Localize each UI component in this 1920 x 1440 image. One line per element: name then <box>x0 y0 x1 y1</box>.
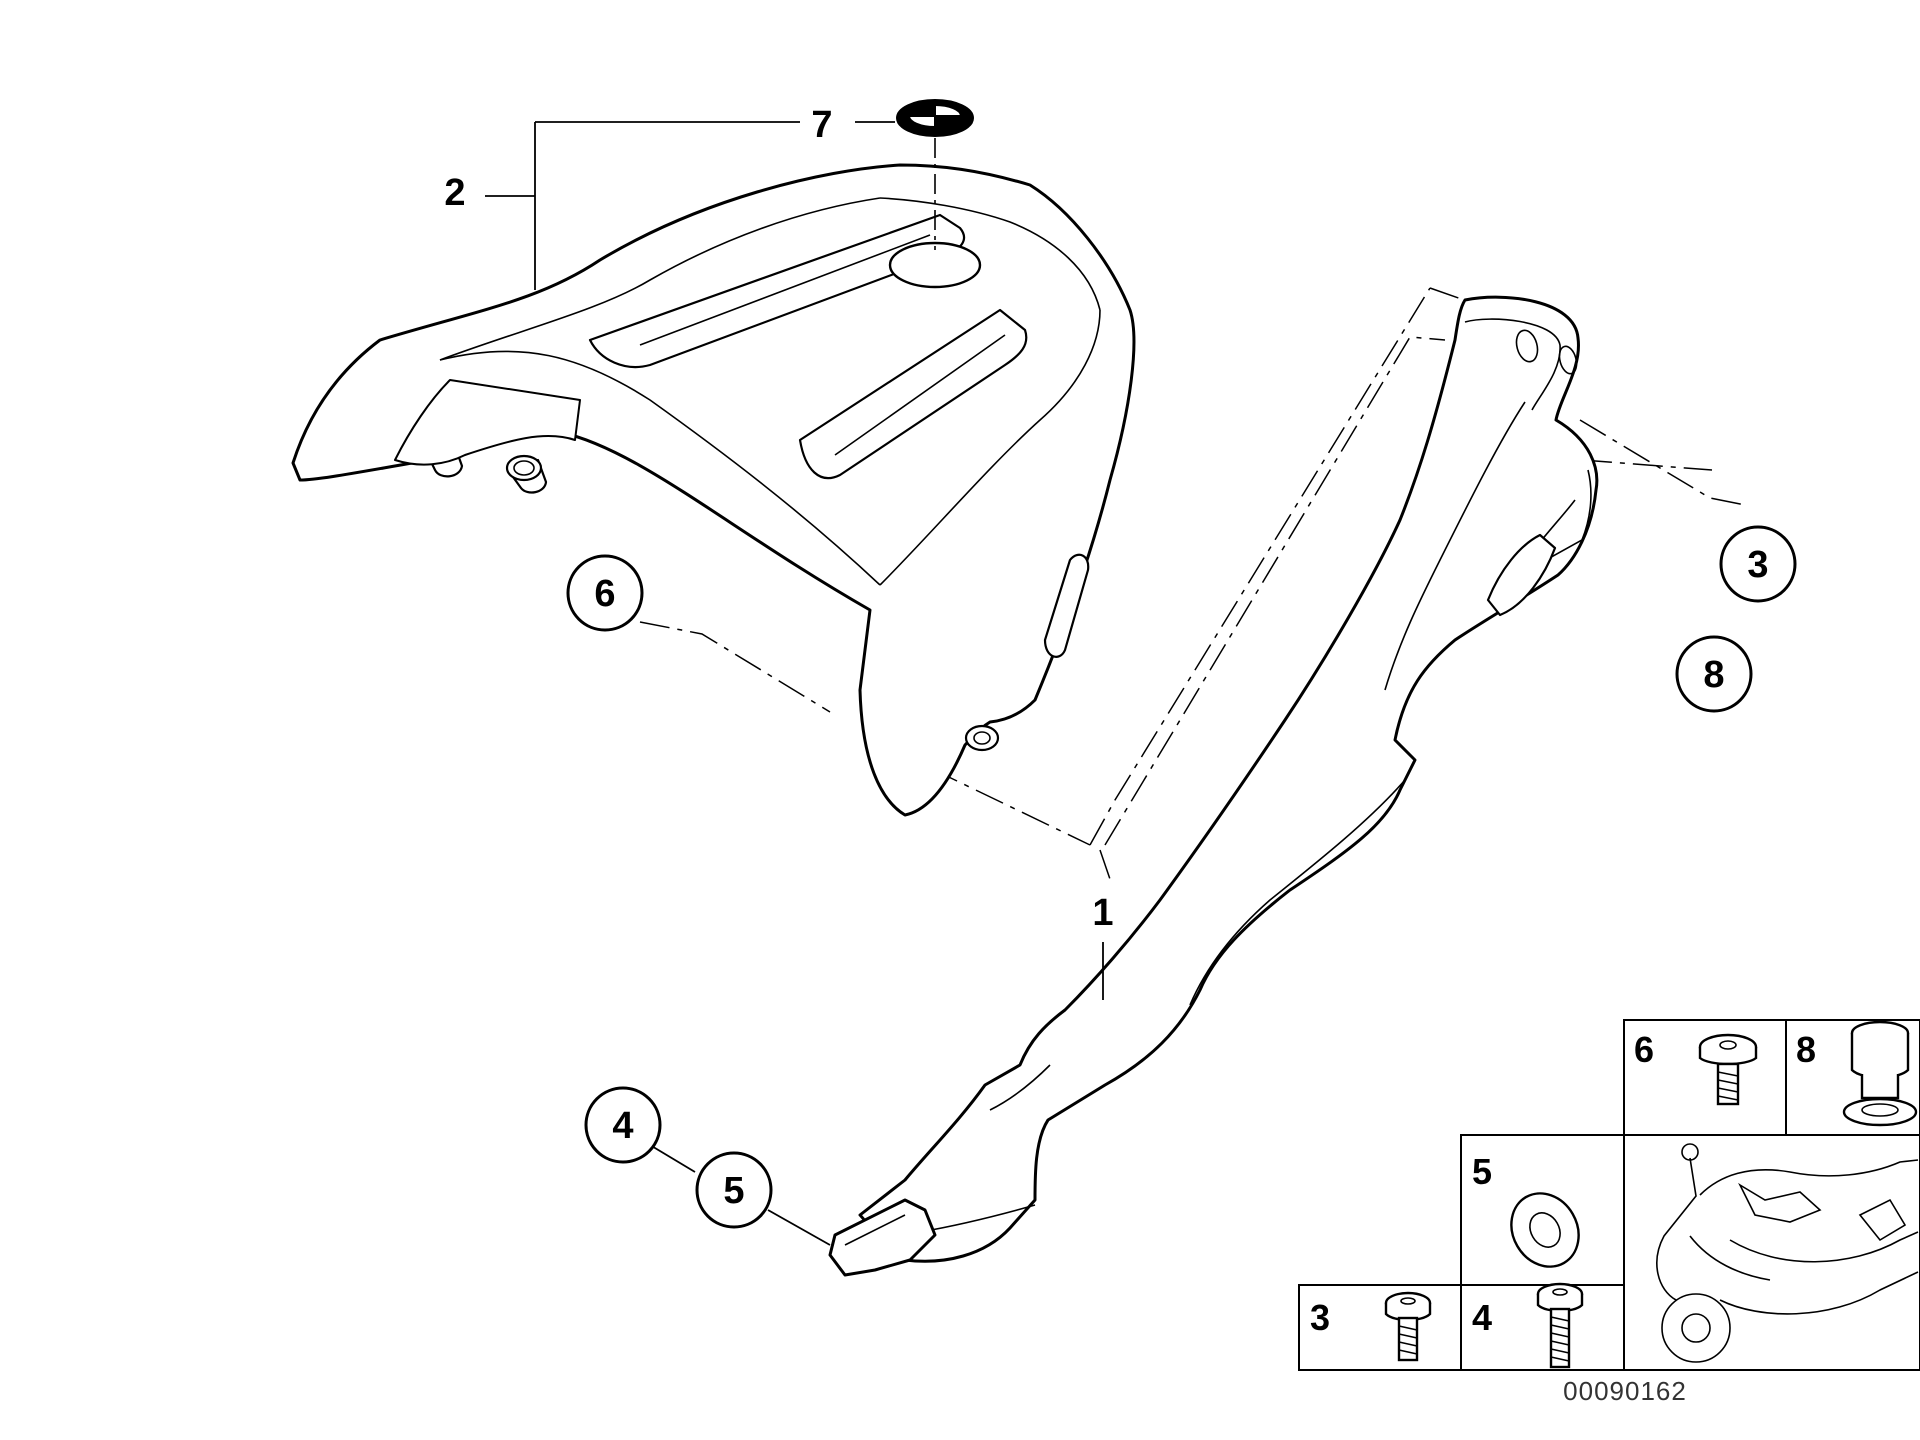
screw-4-icon <box>1536 1282 1584 1369</box>
svg-text:4: 4 <box>1472 1297 1492 1338</box>
callout-3: 3 <box>1719 525 1797 603</box>
motorcycle-icon <box>1656 1143 1919 1363</box>
screw-6-icon <box>1698 1033 1758 1106</box>
mount-8-icon <box>1842 1020 1918 1127</box>
svg-text:2: 2 <box>444 172 465 214</box>
callout-6: 6 <box>566 554 644 632</box>
svg-text:5: 5 <box>723 1170 744 1212</box>
side-bracket-part-1 <box>828 295 1599 1277</box>
svg-text:7: 7 <box>811 104 832 146</box>
grab-rail-part-2 <box>291 163 1136 817</box>
hardware-legend: 6 8 5 3 4 <box>1298 1019 1920 1371</box>
svg-text:1: 1 <box>1092 892 1113 934</box>
svg-text:6: 6 <box>594 573 615 615</box>
svg-text:4: 4 <box>612 1105 633 1147</box>
washer-5-icon <box>1510 1192 1580 1268</box>
leader-lines <box>485 121 1104 1246</box>
reference-number: 00090162 <box>1563 1376 1687 1406</box>
callout-7: 7 <box>811 104 832 146</box>
svg-text:8: 8 <box>1703 654 1724 696</box>
callout-2: 2 <box>444 172 465 214</box>
screw-3-icon <box>1384 1291 1432 1362</box>
assembly-lines <box>639 287 1746 886</box>
stud-right <box>505 454 548 494</box>
legend-cell-3 <box>1298 1284 1462 1371</box>
callout-4: 4 <box>584 1086 662 1164</box>
svg-text:5: 5 <box>1472 1151 1492 1192</box>
svg-text:6: 6 <box>1634 1029 1654 1070</box>
svg-text:3: 3 <box>1310 1297 1330 1338</box>
callout-8: 8 <box>1675 635 1753 713</box>
svg-text:8: 8 <box>1796 1029 1816 1070</box>
emblem-badge-part-7 <box>896 99 974 250</box>
callout-5: 5 <box>695 1151 773 1229</box>
svg-text:3: 3 <box>1747 544 1768 586</box>
callout-1: 1 <box>1092 892 1113 934</box>
